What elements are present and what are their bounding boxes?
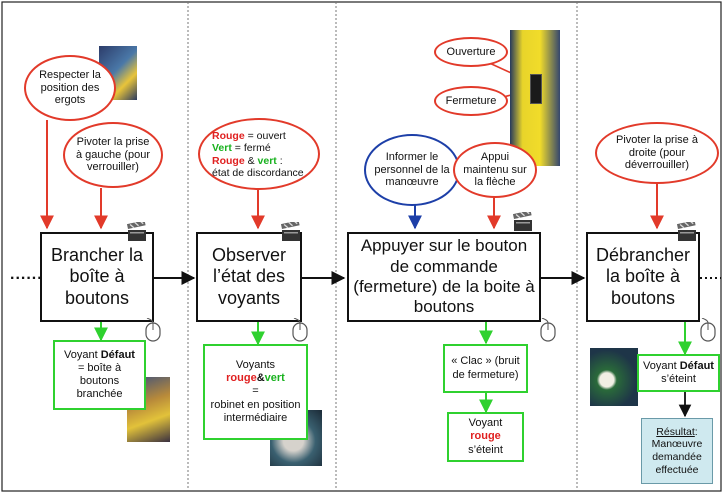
result-clac: « Clac » (bruit de fermeture) — [443, 344, 528, 393]
ellipse-text: Fermeture — [445, 94, 497, 107]
step-debrancher: Débrancher la boîte à boutons — [586, 232, 700, 322]
ellipse-color-legend: Rouge = ouvert Vert = fermé Rouge & vert… — [198, 118, 320, 190]
result-voyants-rouge-vert: Voyants rouge&vert = robinet en position… — [203, 344, 308, 440]
result-text: Voyant — [643, 359, 680, 372]
step-label: Observer l’état des voyants — [211, 244, 287, 308]
result-text: Voyants — [235, 359, 276, 372]
legend-green: Vert — [212, 142, 232, 155]
legend-line: Rouge = ouvert — [212, 130, 310, 142]
ellipse-text: Pivoter la prise à droite (pour déverrou… — [616, 133, 698, 172]
legend-red: Rouge — [212, 130, 245, 142]
step-observer: Observer l’état des voyants — [196, 232, 302, 322]
ellipse-pivot-right: Pivoter la prise à droite (pour déverrou… — [595, 122, 719, 184]
flow-start-dots: ...... — [10, 266, 43, 283]
ellipse-ouverture: Ouverture — [434, 37, 508, 67]
final-result-box: Résultat: Manœuvre demandée effectuée — [641, 418, 713, 484]
mouse-icon — [540, 318, 556, 342]
step-label: Appuyer sur le bouton de commande (ferme… — [353, 236, 535, 317]
ellipse-pivot-left: Pivoter la prise à gauche (pour verrouil… — [63, 122, 163, 188]
ellipse-fermeture: Fermeture — [434, 86, 508, 116]
result-text: Voyant — [468, 417, 503, 430]
legend-text: = ouvert — [244, 130, 286, 142]
result-defaut-off: Voyant Défaut s’éteint — [637, 354, 720, 392]
mouse-icon — [145, 318, 161, 342]
mouse-icon — [292, 318, 308, 342]
result-line: Voyant Défaut — [643, 360, 714, 373]
result-red: rouge — [226, 372, 257, 385]
clapperboard-icon — [280, 222, 300, 241]
legend-text: état de discordance — [212, 167, 304, 180]
final-heading: Résultat: — [645, 426, 709, 439]
result-text: « Clac » (bruit de fermeture) — [451, 355, 520, 381]
result-bold: Défaut — [100, 348, 135, 361]
result-text: Voyant — [64, 348, 101, 361]
mouse-icon — [700, 318, 716, 342]
result-text: & — [256, 372, 265, 385]
ellipse-text: Informer le personnel de la manœuvre — [374, 150, 450, 189]
step-appuyer: Appuyer sur le bouton de commande (ferme… — [347, 232, 541, 322]
clapperboard-icon — [126, 222, 146, 241]
step-label: Débrancher la boîte à boutons — [595, 244, 691, 308]
step-label: Brancher la boîte à boutons — [50, 244, 144, 308]
result-green: vert — [264, 372, 285, 385]
ellipse-press-arrow: Appui maintenu sur la flèche — [453, 142, 537, 198]
result-text: s’éteint — [661, 373, 696, 385]
result-voyant-defaut: Voyant Défaut = boîte à boutons branchée — [53, 340, 146, 410]
ellipse-respect-ergots: Respecter la position des ergots — [24, 55, 116, 121]
ellipse-text: Respecter la position des ergots — [39, 68, 101, 107]
ellipse-inform-staff: Informer le personnel de la manœuvre — [364, 134, 460, 206]
clapperboard-icon — [512, 212, 532, 231]
ellipse-text: Pivoter la prise à gauche (pour verrouil… — [76, 135, 150, 174]
result-red: rouge — [470, 430, 501, 443]
step-brancher: Brancher la boîte à boutons — [40, 232, 154, 322]
ellipse-text: Appui maintenu sur la flèche — [463, 150, 527, 189]
legend-red: Rouge — [212, 154, 245, 167]
legend-green: vert — [257, 154, 277, 167]
result-text: = — [252, 385, 259, 398]
result-text: = boîte à boutons branchée — [76, 361, 123, 401]
photo-unplug — [590, 348, 638, 406]
final-colon: : — [694, 425, 698, 438]
final-label: Résultat — [656, 425, 695, 438]
result-text: robinet en position intermédiaire — [210, 398, 301, 424]
photo-command-box — [510, 30, 560, 166]
legend-text: : — [276, 154, 283, 167]
clapperboard-icon — [676, 222, 696, 241]
legend-text: & — [244, 154, 258, 167]
ellipse-text: Ouverture — [446, 45, 496, 58]
result-bold: Défaut — [679, 359, 714, 372]
final-text: Manœuvre demandée effectuée — [651, 438, 703, 476]
result-voyant-rouge: Voyant rouge s’éteint — [447, 412, 524, 462]
legend-line: Vert = fermé — [212, 142, 310, 154]
result-line: Voyant Défaut — [64, 349, 135, 362]
legend-line: Rouge & vert : — [212, 155, 310, 167]
legend-text: = fermé — [231, 142, 271, 155]
result-line: rouge&vert — [226, 372, 285, 385]
result-text: s’éteint — [468, 443, 503, 456]
